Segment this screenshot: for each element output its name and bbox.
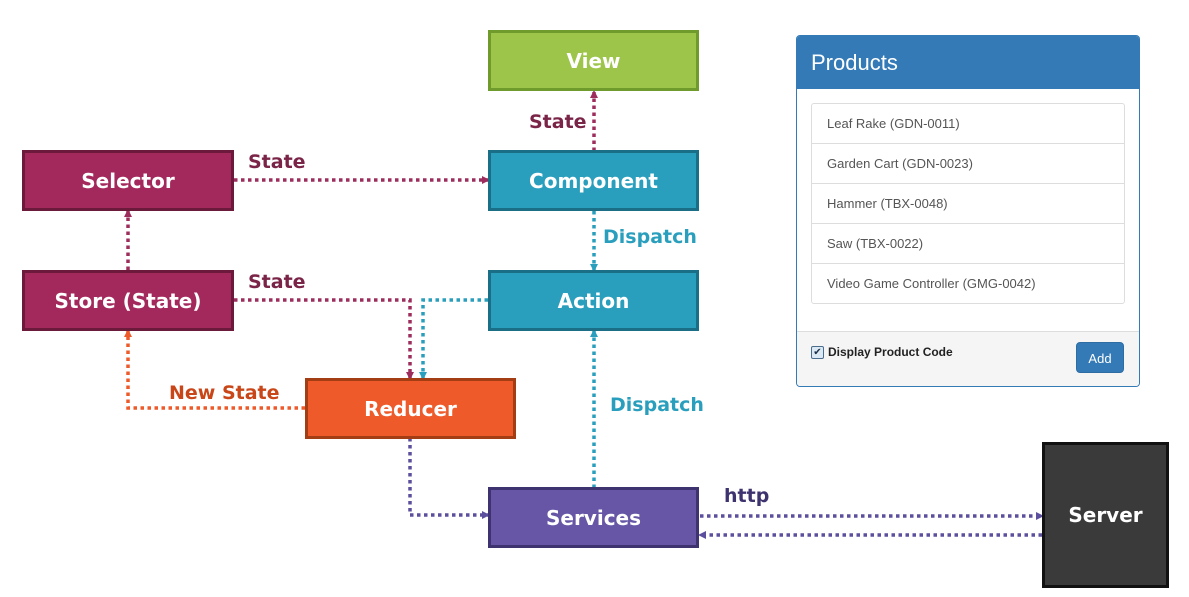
products-panel-title: Products xyxy=(797,36,1139,89)
node-component: Component xyxy=(488,150,699,211)
arrow-reducer-to-services xyxy=(408,438,490,519)
node-server: Server xyxy=(1042,442,1169,588)
list-item[interactable]: Leaf Rake (GDN-0011) xyxy=(827,116,960,131)
node-selector: Selector xyxy=(22,150,234,211)
node-view: View xyxy=(488,30,699,91)
list-item[interactable]: Garden Cart (GDN-0023) xyxy=(812,143,1124,183)
label-services-to-action: Dispatch xyxy=(610,394,704,416)
label-selector-to-component: State xyxy=(248,151,306,173)
label-component-to-action: Dispatch xyxy=(603,226,697,248)
arrow-reducer-to-store xyxy=(124,329,305,410)
display-product-code-checkbox[interactable]: ✔ xyxy=(811,346,824,359)
node-reducer: Reducer xyxy=(305,378,516,439)
add-button[interactable]: Add xyxy=(1076,342,1124,373)
node-store: Store (State) xyxy=(22,270,234,331)
product-list: Leaf Rake (GDN-0011) Garden Cart (GDN-00… xyxy=(811,103,1125,304)
list-item[interactable]: Saw (TBX-0022) xyxy=(812,223,1124,263)
label-http: http xyxy=(724,485,770,507)
label-store-to-reducer: State xyxy=(248,271,306,293)
list-item[interactable]: Video Game Controller (GMG-0042) xyxy=(812,263,1124,303)
products-panel: Products Leaf Rake (GDN-0011) Garden Car… xyxy=(796,35,1140,387)
label-reducer-to-store: New State xyxy=(169,382,280,404)
arrow-action-to-reducer xyxy=(419,298,488,380)
display-product-code-label: Display Product Code xyxy=(828,345,953,359)
node-services: Services xyxy=(488,487,699,548)
list-item[interactable]: Hammer (TBX-0048) xyxy=(812,183,1124,223)
node-action: Action xyxy=(488,270,699,331)
arrow-store-to-reducer xyxy=(234,298,414,380)
products-panel-footer: ✔ Display Product Code Add xyxy=(797,331,1139,386)
label-component-to-view: State xyxy=(529,111,587,133)
